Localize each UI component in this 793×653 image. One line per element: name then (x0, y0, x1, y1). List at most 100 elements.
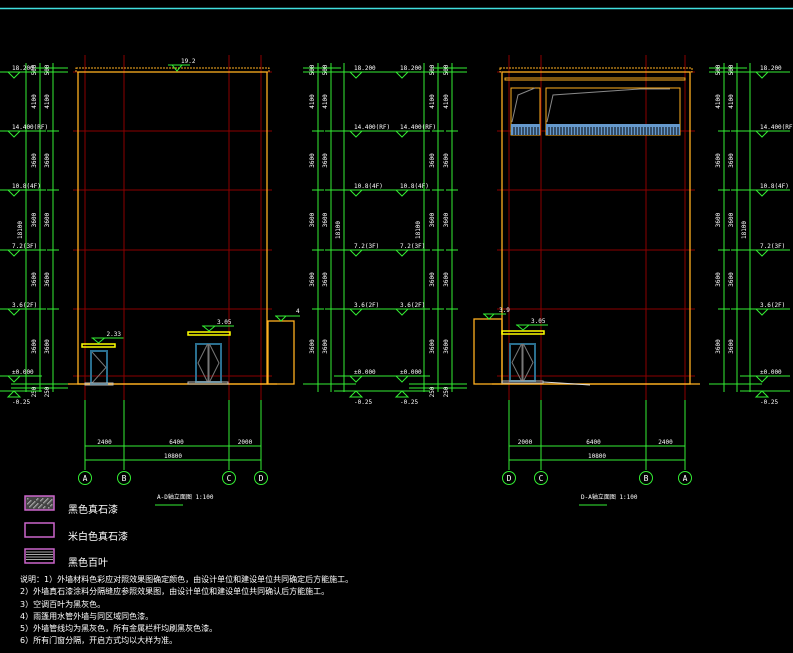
level-triangle-icon (6, 71, 22, 79)
granite-speckle (44, 506, 46, 508)
level-marker-right: 18.200 (740, 65, 790, 79)
granite-speckle (37, 498, 39, 500)
axis-bubble: B (639, 471, 653, 485)
level-label: 3.6(2F) (12, 302, 37, 309)
granite-speckle (36, 504, 38, 506)
granite-speckle (37, 503, 39, 505)
granite-speckle (40, 500, 42, 502)
dimension-text: 3600 (31, 272, 38, 287)
legend-label-black-louver: 黑色百叶 (68, 558, 108, 569)
dimension-text: 3600 (44, 153, 51, 168)
legend-swatches (24, 495, 55, 564)
axis-circle-icon (78, 471, 92, 485)
dimension-text: 4100 (728, 94, 735, 109)
dimension-text: 3600 (715, 272, 722, 287)
level-marker-right: 7.2(3F) (740, 243, 790, 257)
level-label: 14.400(RF) (354, 124, 390, 131)
dimension-text: 3600 (443, 272, 450, 287)
level-marker-left: 3.6(2F) (380, 302, 430, 316)
dimension-text: 500 (309, 64, 316, 75)
door-swing-line (511, 343, 522, 382)
axis-circle-icon (222, 471, 236, 485)
granite-speckle (41, 499, 43, 501)
granite-speckle (27, 503, 29, 505)
level-marker-right: 10.8(4F) (334, 183, 384, 197)
axis-label: B (644, 474, 649, 483)
level-triangle-icon (170, 64, 184, 72)
level-label: -0.25 (12, 399, 30, 406)
elevation-title: A-D轴立面图 1:100 (157, 493, 214, 501)
note-line: 说明：1）外墙材料色彩应对照效果图确定颜色，由设计单位和建设单位共同确定后方能施… (20, 575, 354, 584)
axis-bubble: C (222, 471, 236, 485)
level-label: 10.8(4F) (760, 183, 789, 190)
louver-panel (546, 124, 680, 135)
axis-label: C (227, 474, 232, 483)
level-marker-right: 14.400(RF) (740, 124, 793, 138)
granite-speckle (29, 506, 31, 508)
canopy-level-label: 2.33 (107, 331, 122, 338)
note-line: 4）雨篷用水管外墙与同区域同色漆。 (20, 611, 154, 621)
total-height-dimension: 18100 (415, 221, 422, 239)
dimension-text: 500 (429, 64, 436, 75)
granite-speckle (28, 502, 30, 504)
level-triangle-icon (274, 315, 288, 322)
granite-speckle (47, 503, 49, 505)
dimension-text: 3600 (728, 272, 735, 287)
bay-dimension: 2000 (518, 439, 533, 446)
level-label: -0.25 (400, 399, 418, 406)
level-triangle-icon (754, 375, 770, 383)
level-triangle-icon (6, 130, 22, 138)
level-label: ±0.000 (12, 369, 34, 376)
level-marker-left: -0.25 (0, 390, 42, 406)
bay-dimension: 6400 (169, 439, 184, 446)
dimension-text: 4100 (31, 94, 38, 109)
dimension-text: 250 (31, 386, 38, 397)
level-label: ±0.000 (354, 369, 376, 376)
level-marker-left: -0.25 (380, 390, 430, 406)
granite-speckle (40, 505, 42, 507)
axis-circle-icon (639, 471, 653, 485)
note-line: 5）外墙管线均为黑灰色，所有金属栏杆均刷黑灰色漆。 (20, 624, 218, 634)
legend-swatch-louver (24, 548, 55, 564)
bay-dimension: 2400 (97, 439, 112, 446)
level-triangle-icon (6, 189, 22, 197)
axis-circle-icon (502, 471, 516, 485)
level-triangle-icon (348, 249, 364, 257)
total-height-dimension: 18100 (741, 221, 748, 239)
granite-speckle (50, 500, 52, 502)
level-triangle-icon (754, 189, 770, 197)
canopy-level-label: 3.05 (531, 318, 546, 325)
axis-circle-icon (117, 471, 131, 485)
level-marker-left: 10.8(4F) (380, 183, 430, 197)
door-frame (90, 350, 108, 385)
granite-speckle (45, 500, 47, 502)
axis-bubble: B (117, 471, 131, 485)
level-label: 18.200 (12, 65, 34, 72)
level-triangle-icon (754, 308, 770, 316)
level-triangle-icon (348, 130, 364, 138)
level-triangle-icon (6, 375, 22, 383)
granite-speckle (49, 501, 51, 503)
granite-speckle (29, 501, 31, 503)
level-triangle-icon (6, 390, 22, 398)
dimension-text: 4100 (44, 94, 51, 109)
level-triangle-icon (754, 390, 770, 398)
note-line: 2）外墙真石漆涂料分隔缝应参照效果图，由设计单位和建设单位共同确认后方能施工。 (20, 587, 330, 597)
granite-speckle (48, 507, 50, 509)
canopy (501, 330, 545, 335)
dimension-text: 3600 (715, 212, 722, 227)
axis-label: C (539, 474, 544, 483)
axis-bubble: A (78, 471, 92, 485)
dimension-text: 3600 (309, 212, 316, 227)
door-swing-line (523, 343, 534, 382)
level-triangle-icon (394, 249, 410, 257)
axis-circle-icon (678, 471, 692, 485)
dimension-text: 3600 (322, 339, 329, 354)
dimension-text: 3600 (322, 212, 329, 227)
level-label: 18.200 (354, 65, 376, 72)
level-triangle-icon (201, 325, 217, 332)
dimension-text: 3600 (715, 153, 722, 168)
parapet-coping (75, 67, 270, 73)
